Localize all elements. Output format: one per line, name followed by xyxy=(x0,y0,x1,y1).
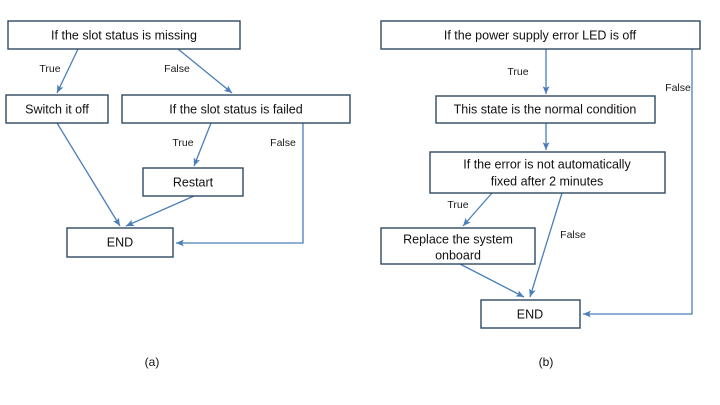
edge-a2-a5 xyxy=(56,122,121,227)
node-a2-label: Switch it off xyxy=(25,102,89,116)
panel-b-edges xyxy=(459,49,693,318)
edge-label-b3-b4: True xyxy=(447,199,468,211)
node-a4[interactable]: Restart xyxy=(142,167,244,197)
node-a3-label: If the slot status is failed xyxy=(169,102,302,116)
node-b3-label-line1: If the error is not automatically xyxy=(463,157,631,171)
node-b5-label: END xyxy=(517,307,543,321)
panel-a-nodes: If the slot status is missing Switch it … xyxy=(5,20,351,258)
panel-b-nodes: If the power supply error LED is off Thi… xyxy=(380,20,701,329)
node-b3[interactable]: If the error is not automatically fixed … xyxy=(429,151,666,194)
edge-label-a3-a5: False xyxy=(270,137,296,149)
edge-label-a1-a2: True xyxy=(39,63,60,75)
edge-b1-b5-false xyxy=(583,49,693,318)
edge-a3-a4 xyxy=(193,122,212,167)
node-b1[interactable]: If the power supply error LED is off xyxy=(380,20,701,50)
caption-a: (a) xyxy=(145,355,160,369)
edge-b3-b4 xyxy=(462,192,493,227)
node-a5-label: END xyxy=(107,235,133,249)
node-a2[interactable]: Switch it off xyxy=(5,94,109,124)
panel-b-edge-labels: True False True False xyxy=(447,66,691,241)
edge-label-b1-b5: False xyxy=(665,82,691,94)
edge-b4-b5 xyxy=(459,263,525,298)
node-a1-label: If the slot status is missing xyxy=(51,28,197,42)
edge-label-b3-b5: False xyxy=(560,229,586,241)
node-b4-label-line2: onboard xyxy=(435,248,481,262)
edge-b3-b5-false xyxy=(529,192,563,298)
node-b2-label: This state is the normal condition xyxy=(454,102,637,116)
node-a5-end[interactable]: END xyxy=(66,227,174,258)
node-b5-end[interactable]: END xyxy=(480,299,581,329)
caption-b: (b) xyxy=(539,355,554,369)
edge-a1-a2 xyxy=(56,48,79,94)
edge-a3-a5-false xyxy=(176,123,304,247)
node-b1-label: If the power supply error LED is off xyxy=(444,28,637,42)
figure-captions: (a) (b) xyxy=(145,355,554,369)
edge-label-b1-b2: True xyxy=(507,66,528,78)
node-b4-label-line1: Replace the system xyxy=(403,232,513,246)
node-b3-label-line2: fixed after 2 minutes xyxy=(491,174,604,188)
node-a4-label: Restart xyxy=(173,175,214,189)
node-b2[interactable]: This state is the normal condition xyxy=(435,95,656,124)
edge-a4-a5 xyxy=(125,195,195,227)
edge-a1-a3 xyxy=(177,48,233,94)
node-b4[interactable]: Replace the system onboard xyxy=(380,227,536,265)
node-a1[interactable]: If the slot status is missing xyxy=(7,20,241,50)
panel-a-edges xyxy=(56,48,304,247)
edge-label-a3-a4: True xyxy=(172,137,193,149)
edge-label-a1-a3: False xyxy=(164,63,190,75)
panel-a-edge-labels: True False True False xyxy=(39,63,296,149)
node-a3[interactable]: If the slot status is failed xyxy=(121,94,351,124)
